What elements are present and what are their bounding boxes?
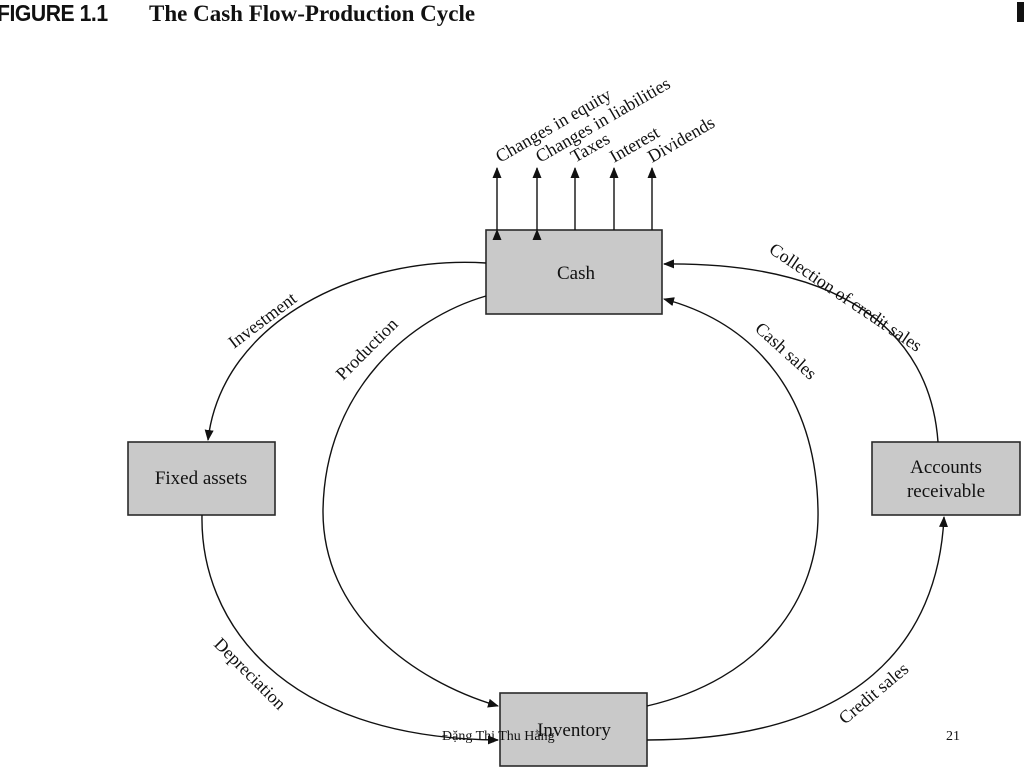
inventory-label: Inventory: [537, 720, 611, 741]
fixed-assets-node: Fixed assets: [127, 441, 276, 516]
credit-sales-arrow: [646, 516, 949, 741]
depreciation-arrow: [201, 514, 499, 745]
investment-label: Investment: [224, 288, 300, 352]
depreciation-label: Depreciation: [210, 634, 290, 714]
cash-sales-label: Cash sales: [751, 318, 820, 383]
production-arrow: [322, 295, 499, 708]
accounts-receivable-label-line2: receivable: [907, 481, 985, 502]
fixed-assets-label: Fixed assets: [155, 468, 247, 489]
figure-header: FIGURE 1.1 The Cash Flow-Production Cycl…: [0, 0, 1024, 34]
accounts-receivable-label-line1: Accounts: [910, 457, 982, 478]
collection-arrow: [663, 259, 939, 443]
production-label: Production: [332, 314, 402, 384]
inventory-node: Inventory: [499, 692, 648, 767]
collection-label: Collection of credit sales: [766, 239, 926, 356]
investment-arrow: [204, 261, 487, 441]
figure-title: The Cash Flow-Production Cycle: [149, 1, 476, 26]
cash-label: Cash: [557, 263, 596, 284]
footer-page-number: 21: [946, 729, 960, 744]
cash-node: Cash: [485, 229, 663, 315]
corner-mark: [1017, 2, 1024, 22]
figure-number: FIGURE 1.1: [0, 0, 108, 26]
credit-sales-label: Credit sales: [835, 658, 913, 728]
footer-author: Đặng Thị Thu Hằng: [442, 729, 555, 744]
cash-sales-arrow: [646, 297, 819, 707]
accounts-receivable-node: Accounts receivable: [871, 441, 1021, 516]
